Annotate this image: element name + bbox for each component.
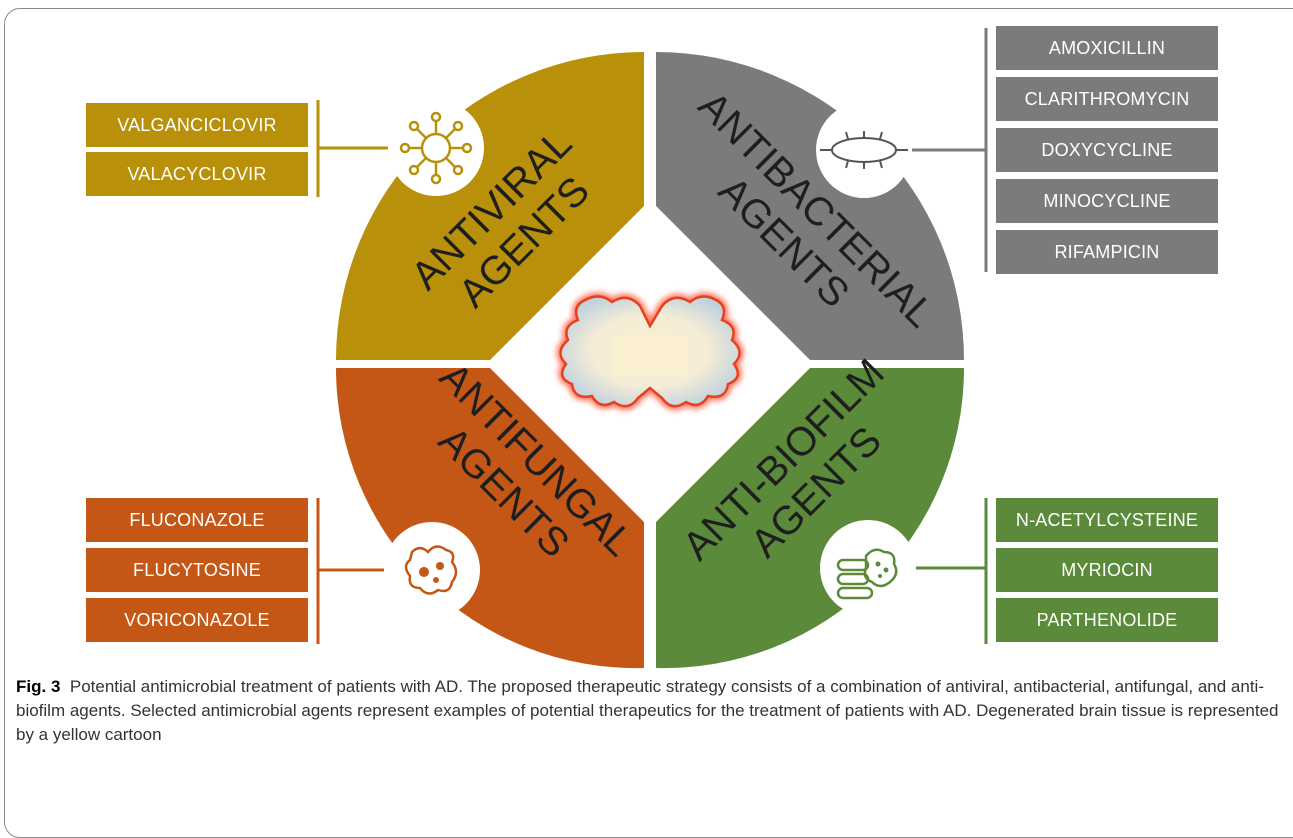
- antibiofilm-connector: [916, 498, 988, 644]
- antiviral-quadrant: [336, 52, 644, 360]
- diagram-canvas: [316, 28, 988, 669]
- antifungal-quadrant: [335, 368, 644, 669]
- drug-box-antibacterial-4: MINOCYCLINE: [996, 179, 1218, 223]
- antibiofilm-quadrant: [656, 368, 964, 669]
- antiviral-connector: [316, 100, 388, 197]
- figure-label: Fig. 3: [16, 677, 61, 696]
- fungal-cell-icon: [384, 522, 480, 618]
- drug-box-antibiofilm-3: PARTHENOLIDE: [996, 598, 1218, 642]
- antibacterial-quadrant: [656, 52, 964, 360]
- drug-box-antibiofilm-2: MYRIOCIN: [996, 548, 1218, 592]
- drug-box-antifungal-2: FLUCYTOSINE: [86, 548, 308, 592]
- drug-box-antibiofilm-1: N-ACETYLCYSTEINE: [996, 498, 1218, 542]
- drug-box-antiviral-2: VALACYCLOVIR: [86, 152, 308, 196]
- figure-caption-text: Potential antimicrobial treatment of pat…: [16, 677, 1279, 744]
- biofilm-icon: [820, 520, 916, 616]
- antifungal-connector: [316, 498, 384, 644]
- brain-cartoon-icon: [556, 292, 744, 411]
- drug-box-antibacterial-1: AMOXICILLIN: [996, 26, 1218, 70]
- drug-box-antibacterial-3: DOXYCYCLINE: [996, 128, 1218, 172]
- virus-icon: [388, 100, 484, 196]
- drug-box-antifungal-1: FLUCONAZOLE: [86, 498, 308, 542]
- bacterium-icon: [816, 102, 912, 198]
- figure-caption: Fig. 3 Potential antimicrobial treatment…: [16, 675, 1281, 747]
- drug-box-antibacterial-2: CLARITHROMYCIN: [996, 77, 1218, 121]
- drug-box-antifungal-3: VORICONAZOLE: [86, 598, 308, 642]
- antibacterial-connector: [912, 28, 988, 272]
- drug-box-antibacterial-5: RIFAMPICIN: [996, 230, 1218, 274]
- drug-box-antiviral-1: VALGANCICLOVIR: [86, 103, 308, 147]
